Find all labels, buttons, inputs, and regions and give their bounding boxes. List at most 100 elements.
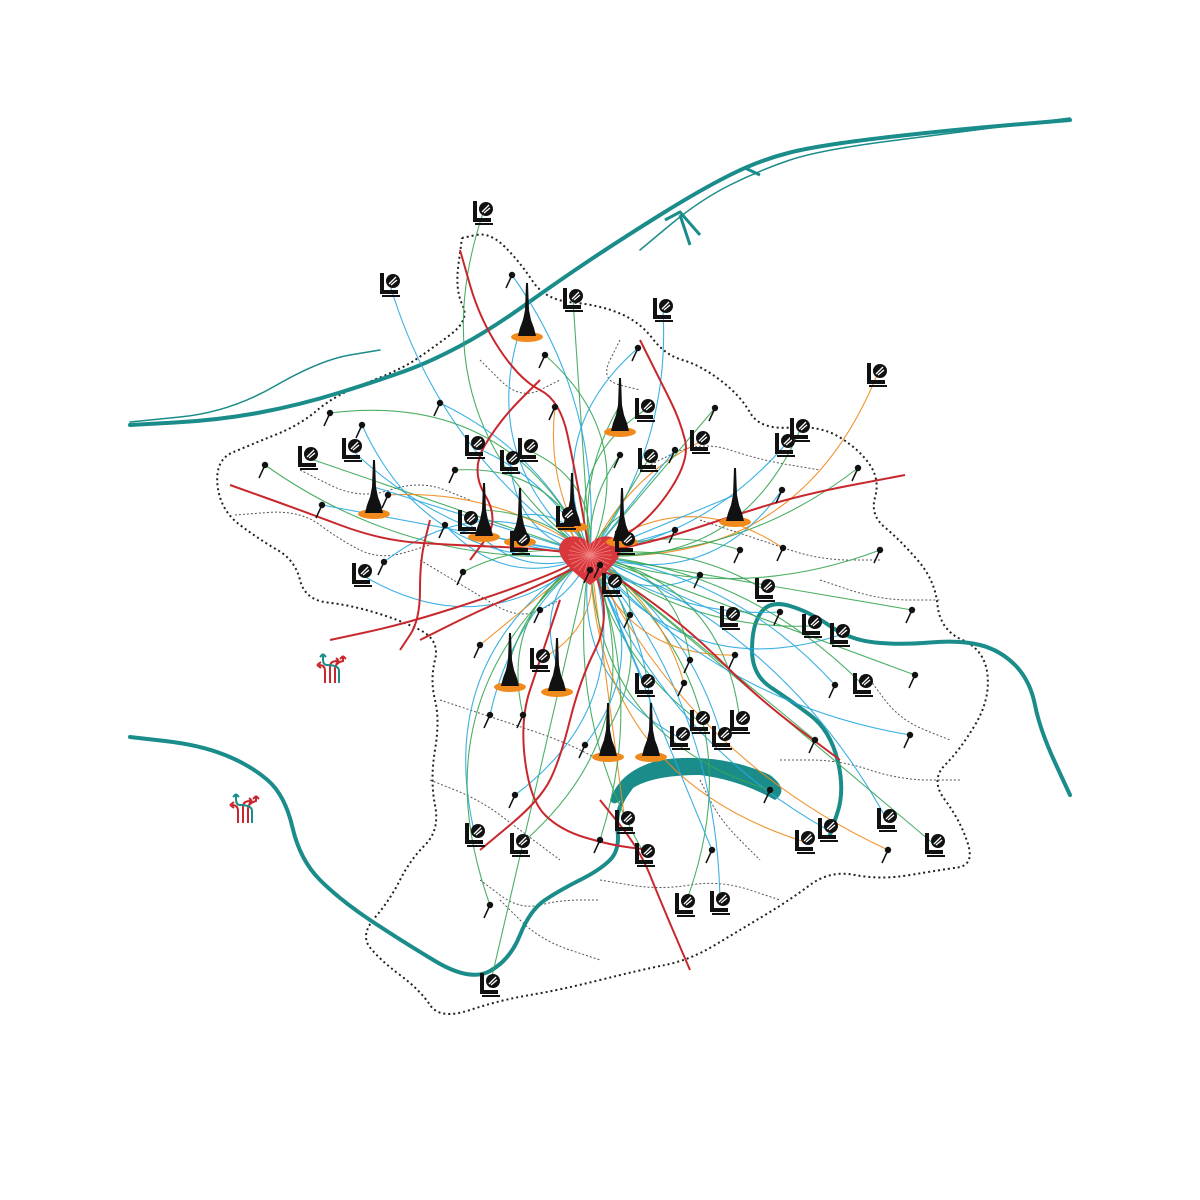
building-gauge-icon bbox=[615, 531, 635, 555]
route-line bbox=[589, 554, 864, 686]
hub-ray bbox=[589, 537, 597, 556]
building-gauge-icon bbox=[653, 298, 673, 322]
building-gauge-icon bbox=[802, 614, 822, 638]
facility-icons bbox=[298, 201, 945, 997]
hub-ray bbox=[570, 545, 591, 556]
route-line bbox=[514, 554, 605, 796]
map-pin-icon bbox=[456, 568, 467, 586]
building-gauge-icon bbox=[518, 438, 538, 462]
hub-ray bbox=[578, 554, 591, 571]
central-hub bbox=[559, 536, 621, 585]
tower-shape bbox=[548, 638, 566, 691]
district-boundary bbox=[429, 779, 561, 861]
lake bbox=[610, 757, 782, 804]
map-pin-icon bbox=[851, 464, 862, 482]
building-gauge-icon bbox=[638, 448, 658, 472]
hub-ray bbox=[583, 537, 591, 556]
map-pin-icon bbox=[677, 679, 688, 697]
building-gauge-icon bbox=[690, 430, 710, 454]
tower-icon bbox=[358, 460, 390, 519]
map-pin-icon bbox=[323, 409, 334, 427]
tower-shape bbox=[475, 483, 493, 536]
map-pin-icon bbox=[533, 606, 544, 624]
building-gauge-icon bbox=[635, 843, 655, 867]
route-line bbox=[589, 554, 836, 686]
tower-icon bbox=[719, 468, 751, 527]
main-road bbox=[329, 554, 591, 641]
map-pin-icon bbox=[448, 466, 459, 484]
hub-ray bbox=[589, 541, 606, 556]
map-pin-icon bbox=[908, 671, 919, 689]
map-pin-icon bbox=[808, 736, 819, 754]
map-pin-icon bbox=[516, 711, 527, 729]
hub-ray bbox=[589, 554, 612, 561]
route-line bbox=[589, 554, 889, 851]
tower-icon bbox=[541, 638, 573, 697]
building-gauge-icon bbox=[500, 450, 520, 474]
map-pin-icon bbox=[578, 741, 589, 759]
route-line bbox=[589, 554, 913, 611]
hub-ray bbox=[568, 549, 591, 556]
route-line bbox=[589, 429, 801, 557]
junction-symbols bbox=[229, 653, 347, 823]
tower-icon bbox=[494, 633, 526, 692]
map-pins bbox=[258, 271, 919, 919]
hub-ray bbox=[589, 539, 602, 556]
tower-icon bbox=[592, 703, 624, 762]
map-pin-icon bbox=[483, 901, 494, 919]
building-gauge-icon bbox=[530, 648, 550, 672]
map-pin-icon bbox=[623, 611, 634, 629]
northern-canal bbox=[639, 117, 1071, 251]
tower-shape bbox=[611, 378, 629, 431]
district-boundary bbox=[699, 519, 880, 561]
tower-icon bbox=[604, 378, 636, 437]
building-gauge-icon bbox=[710, 891, 730, 915]
map-pin-icon bbox=[763, 786, 774, 804]
map-pin-icon bbox=[381, 491, 392, 509]
district-boundary bbox=[499, 899, 601, 961]
district-boundary bbox=[234, 511, 431, 557]
map-pin-icon bbox=[881, 846, 892, 864]
outer-boundary bbox=[216, 233, 989, 1015]
building-gauge-icon bbox=[298, 446, 318, 470]
building-gauge-icon bbox=[380, 273, 400, 297]
map-pin-icon bbox=[593, 836, 604, 854]
building-gauge-icon bbox=[675, 893, 695, 917]
district-boundary bbox=[869, 679, 951, 741]
building-gauge-icon bbox=[458, 510, 478, 534]
route-line bbox=[511, 274, 592, 556]
hub-ray bbox=[574, 541, 591, 556]
map-pin-icon bbox=[631, 344, 642, 362]
map-pin-icon bbox=[905, 606, 916, 624]
map-pin-icon bbox=[505, 271, 516, 289]
map-pin-icon bbox=[473, 641, 484, 659]
route-lines bbox=[229, 212, 936, 986]
district-boundary bbox=[819, 579, 940, 601]
building-gauge-icon bbox=[635, 398, 655, 422]
map-pin-icon bbox=[438, 521, 449, 539]
tower-shape bbox=[365, 460, 383, 513]
tower-shape bbox=[501, 633, 519, 686]
map-pin-icon bbox=[705, 846, 716, 864]
route-line bbox=[589, 554, 888, 821]
district-boundary bbox=[479, 879, 600, 907]
route-line bbox=[586, 404, 621, 556]
route-line bbox=[589, 554, 771, 791]
building-gauge-icon bbox=[795, 830, 815, 854]
district-boundary bbox=[606, 339, 641, 391]
tower-shape bbox=[642, 703, 660, 756]
route-line bbox=[589, 554, 626, 823]
building-gauge-icon bbox=[790, 418, 810, 442]
harbor-docks bbox=[664, 166, 761, 246]
building-gauge-icon bbox=[670, 726, 690, 750]
district-boundary bbox=[479, 359, 561, 394]
building-gauge-icon bbox=[925, 833, 945, 857]
route-line bbox=[466, 554, 591, 906]
main-road bbox=[522, 599, 651, 851]
building-gauge-icon bbox=[465, 823, 485, 847]
map-pin-icon bbox=[903, 731, 914, 749]
building-gauge-icon bbox=[602, 573, 622, 597]
tower-icon bbox=[511, 283, 543, 342]
district-boundary bbox=[439, 699, 601, 761]
district-boundary bbox=[299, 469, 471, 501]
